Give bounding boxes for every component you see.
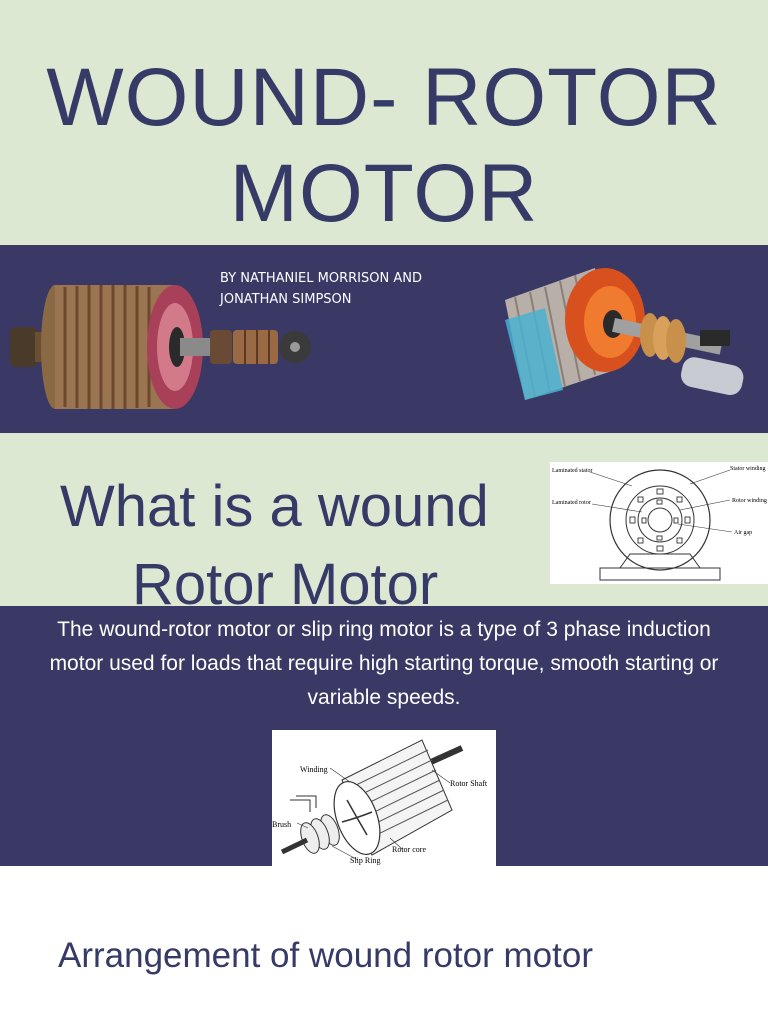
section-heading: What is a wound Rotor Motor	[60, 468, 580, 624]
label-winding: Winding	[300, 765, 328, 774]
label-laminated-stator: Laminated stator	[552, 468, 593, 474]
label-rotor-shaft: Rotor Shaft	[450, 779, 488, 788]
title-line-1: WOUND- ROTOR	[46, 52, 722, 143]
rotor-photo-left	[5, 272, 325, 422]
label-slip-ring: Slip Ring	[350, 856, 380, 865]
label-air-gap: Air gap	[734, 530, 752, 536]
rotor-arrangement-diagram: Winding Rotor Shaft Brush Rotor core Sli…	[272, 730, 496, 866]
heading-line-1: What is a wound	[60, 474, 489, 539]
definition-text: The wound-rotor motor or slip ring motor…	[49, 618, 719, 709]
author-credit: BY NATHANIEL MORRISON AND JONATHAN SIMPS…	[220, 271, 422, 307]
diagram-caption: Arrangement of wound rotor motor	[58, 936, 593, 975]
stator-diagram: Laminated stator Stator winding Laminate…	[550, 462, 768, 584]
label-laminated-rotor: Laminated rotor	[552, 500, 591, 506]
label-rotor-core: Rotor core	[392, 845, 426, 854]
title-line-2: MOTOR	[229, 148, 539, 239]
title-band	[0, 0, 768, 245]
page-title: WOUND- ROTOR MOTOR	[0, 50, 768, 242]
rotor-photo-right	[485, 260, 760, 410]
label-brush: Brush	[272, 820, 291, 829]
label-rotor-winding: Rotor winding	[732, 498, 767, 504]
label-stator-winding: Stator winding	[730, 466, 766, 472]
